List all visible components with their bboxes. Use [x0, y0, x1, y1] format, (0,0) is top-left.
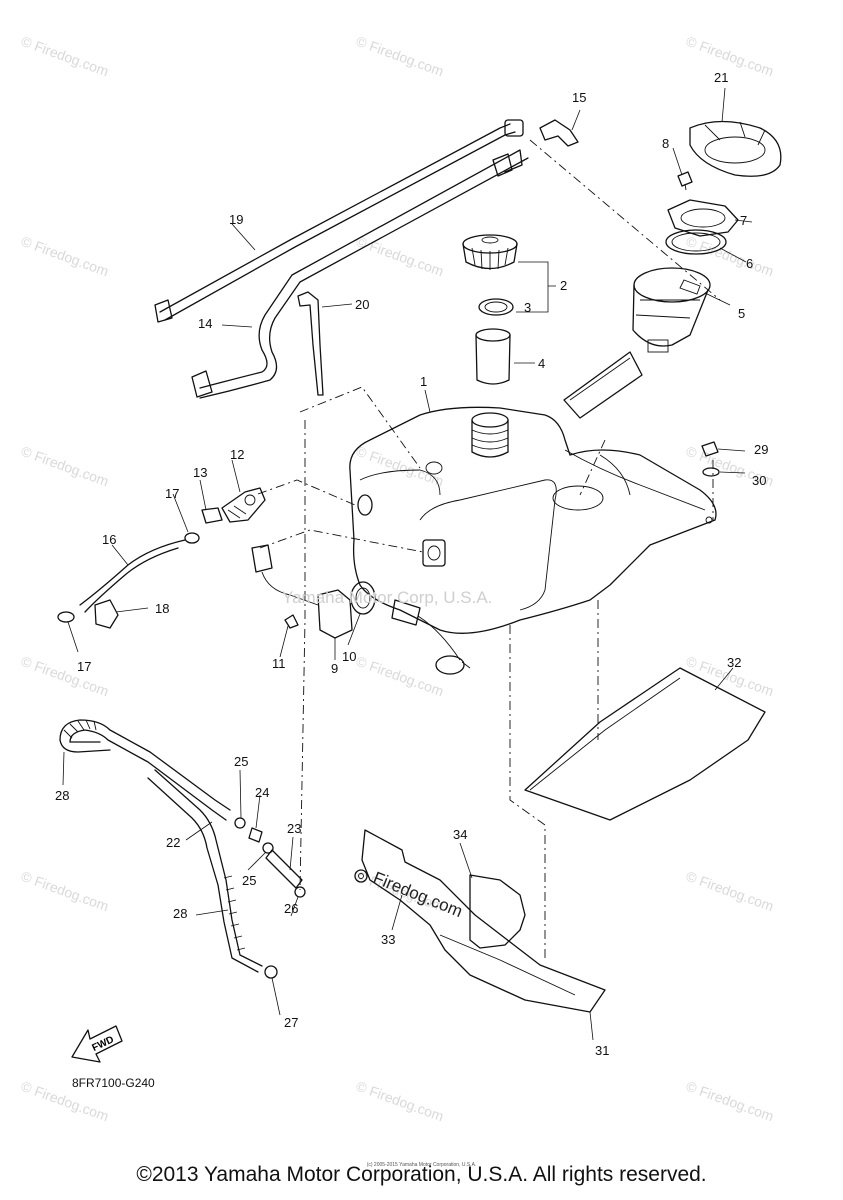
callout-33: 33	[381, 932, 395, 947]
drain-fittings	[234, 817, 306, 979]
fuel-cock	[201, 487, 266, 524]
fuel-sender	[251, 544, 471, 675]
callout-28: 28	[173, 906, 187, 921]
drain-hoses	[59, 719, 263, 973]
callout-24: 24	[255, 785, 269, 800]
watermark-tile: © Firedog.com	[684, 868, 776, 915]
callout-29: 29	[754, 442, 768, 457]
callout-27: 27	[284, 1015, 298, 1030]
watermark-tile: © Firedog.com	[354, 1078, 446, 1125]
callout-15: 15	[572, 90, 586, 105]
watermark-tile: © Firedog.com	[19, 443, 111, 490]
fuel-cap	[462, 234, 518, 270]
hose-clamp	[184, 532, 200, 544]
callout-3: 3	[524, 300, 531, 315]
callout-16: 16	[102, 532, 116, 547]
callout-34: 34	[453, 827, 467, 842]
watermark-tile: © Firedog.com	[19, 33, 111, 80]
callout-13: 13	[193, 465, 207, 480]
callout-14: 14	[198, 316, 212, 331]
hose-holder	[94, 599, 119, 629]
watermark-tile: © Firedog.com	[684, 33, 776, 80]
copyright-notice: ©2013 Yamaha Motor Corporation, U.S.A. A…	[136, 1163, 707, 1186]
callout-8: 8	[662, 136, 669, 151]
callout-25: 25	[234, 754, 248, 769]
hose-clip	[539, 119, 579, 147]
cable-tie	[297, 291, 324, 396]
watermark-tile: © Firedog.com	[684, 1078, 776, 1125]
washer-30	[702, 467, 720, 477]
callout-20: 20	[355, 297, 369, 312]
callout-18: 18	[155, 601, 169, 616]
watermark-tile: © Firedog.com	[354, 443, 446, 490]
filler-strainer	[475, 328, 511, 385]
callout-28: 28	[55, 788, 69, 803]
diagram-code: 8FR7100-G240	[72, 1076, 155, 1090]
cap-gasket	[478, 298, 514, 316]
callout-21: 21	[714, 70, 728, 85]
callout-23: 23	[287, 821, 301, 836]
callout-22: 22	[166, 835, 180, 850]
callout-2: 2	[560, 278, 567, 293]
watermark-layer: © Firedog.com © Firedog.com © Firedog.com ©…	[19, 33, 776, 1125]
watermark-tile: © Firedog.com	[19, 233, 111, 280]
diagonal-watermark: Firedog.com	[371, 868, 466, 921]
callout-31: 31	[595, 1043, 609, 1058]
retaining-ring	[689, 120, 782, 177]
callout-17: 17	[165, 486, 179, 501]
callout-1: 1	[420, 374, 427, 389]
callout-11: 11	[272, 656, 286, 671]
watermark-tile: © Firedog.com	[354, 33, 446, 80]
fwd-arrow: FWD	[71, 1025, 123, 1063]
callout-10: 10	[342, 649, 356, 664]
hose-clamp	[57, 611, 75, 623]
bolt	[677, 171, 693, 191]
callout-19: 19	[229, 212, 243, 227]
pump-gasket	[665, 229, 727, 255]
callout-26: 26	[284, 901, 298, 916]
callout-5: 5	[738, 306, 745, 321]
callout-32: 32	[727, 655, 741, 670]
breather-hoses	[154, 119, 529, 399]
watermark-tile: © Firedog.com	[354, 233, 446, 280]
bolt-29	[701, 441, 719, 457]
callout-7: 7	[740, 213, 747, 228]
callout-12: 12	[230, 447, 244, 462]
callout-25: 25	[242, 873, 256, 888]
fuel-tank	[349, 406, 717, 634]
leader-lines	[62, 87, 753, 1041]
fuel-pump	[563, 267, 711, 419]
callout-17: 17	[77, 659, 91, 674]
tank-guards	[354, 667, 766, 1013]
pump-plate	[667, 199, 739, 237]
watermark-tile: © Firedog.com	[354, 653, 446, 700]
callout-9: 9	[331, 661, 338, 676]
assembly-lines	[257, 139, 721, 960]
callout-30: 30	[752, 473, 766, 488]
callout-labels: 1234567891011121314151617171819202122232…	[55, 70, 768, 1058]
callout-6: 6	[746, 256, 753, 271]
center-watermark: Yamaha Motor Corp, U.S.A.	[282, 588, 492, 607]
watermark-tile: © Firedog.com	[19, 653, 111, 700]
small-copyright: (c) 2005-2015 Yamaha Motor Corporation, …	[366, 1162, 477, 1168]
callout-4: 4	[538, 356, 545, 371]
watermark-tile: © Firedog.com	[19, 868, 111, 915]
